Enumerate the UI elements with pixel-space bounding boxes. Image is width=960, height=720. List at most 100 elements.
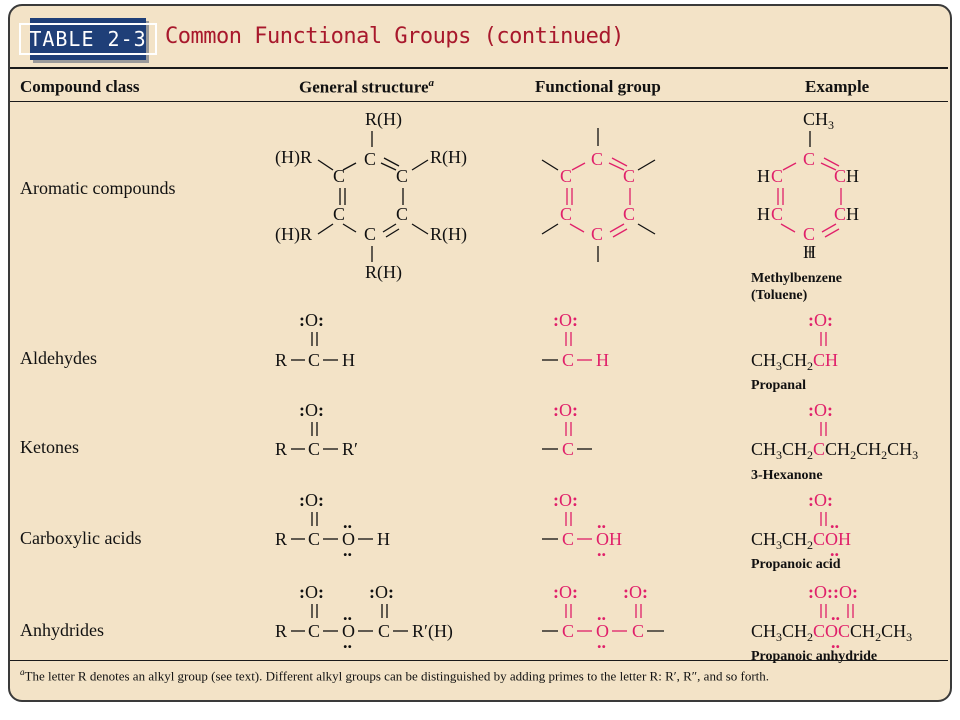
anhydride-example-propanoic-anhydride: :O::O: .. CH3CH2COCCH2CH3 .. Propanoic a…: [751, 582, 912, 664]
header-compound-class: Compound class: [20, 77, 140, 96]
svg-text:(H)R: (H)R: [275, 147, 312, 168]
svg-text:..: ..: [830, 512, 839, 532]
svg-text:H: H: [846, 166, 859, 186]
svg-text:C: C: [560, 204, 572, 224]
header-rule: [10, 101, 948, 102]
bottom-rule: [10, 660, 948, 661]
svg-text:C: C: [834, 204, 846, 224]
row-aldehydes-class: Aldehydes: [20, 348, 97, 368]
aldehyde-general-structure: :O: R C H: [275, 310, 355, 370]
svg-text:R′(H): R′(H): [412, 621, 453, 642]
svg-text:C: C: [308, 350, 320, 370]
carboxylic-functional-group: :O: C .. OH ..: [542, 490, 622, 560]
example-name-hexanone: 3-Hexanone: [751, 468, 823, 483]
svg-text:C: C: [308, 439, 320, 459]
svg-text:H: H: [596, 350, 609, 370]
header-general-structure-label: General structure: [299, 77, 429, 97]
svg-text:CH3CH2COCCH2CH3: CH3CH2COCCH2CH3: [751, 621, 912, 644]
header-functional-group: Functional group: [535, 77, 661, 96]
svg-text:R: R: [275, 529, 287, 549]
svg-text:..: ..: [831, 604, 840, 624]
svg-text:..: ..: [343, 512, 352, 532]
svg-text::O:: :O:: [808, 310, 833, 330]
svg-text::O:: :O:: [369, 582, 394, 602]
svg-text::O:: :O:: [808, 490, 833, 510]
anhydride-functional-group: :O: :O: C .. O .. C: [542, 582, 664, 652]
aromatic-general-structure: R(H) C C C C C C R(H) (H)R R(H) (H)R R(H…: [275, 109, 467, 283]
svg-text:..: ..: [343, 540, 352, 560]
svg-text:O: O: [342, 529, 355, 549]
carboxylic-example-propanoic-acid: :O: .. CH3CH2COH .. Propanoic acid: [751, 490, 851, 572]
svg-text::O::O:: :O::O:: [808, 582, 858, 602]
example-name-toluene-alt: (Toluene): [751, 288, 808, 303]
table-badge-label: TABLE 2-3: [19, 23, 157, 55]
svg-text:H: H: [377, 529, 390, 549]
svg-text:R(H): R(H): [365, 109, 402, 130]
svg-text:C: C: [333, 204, 345, 224]
header-example: Example: [805, 77, 870, 96]
svg-text:R′: R′: [342, 439, 358, 459]
footnote-marker: a: [20, 667, 25, 677]
row-aromatic-class: Aromatic compounds: [20, 178, 176, 198]
svg-text:C: C: [562, 621, 574, 641]
svg-text::O:: :O:: [299, 490, 324, 510]
svg-text:C: C: [308, 621, 320, 641]
svg-text::O:: :O:: [553, 310, 578, 330]
svg-text:OH: OH: [596, 529, 622, 549]
svg-text:..: ..: [597, 604, 606, 624]
svg-text:C: C: [308, 529, 320, 549]
svg-text:CH3: CH3: [803, 109, 834, 132]
svg-text:C: C: [771, 204, 783, 224]
aldehyde-example-propanal: :O: CH3CH2CH Propanal: [751, 310, 838, 393]
svg-text:C: C: [364, 224, 376, 244]
anhydride-general-structure: :O: :O: R C .. O .. C R′(H): [275, 582, 453, 652]
svg-text::O:: :O:: [553, 400, 578, 420]
svg-text:C: C: [591, 149, 603, 169]
svg-text:H: H: [846, 204, 859, 224]
carboxylic-general-structure: :O: R C .. O .. H: [275, 490, 390, 560]
svg-text:C: C: [562, 350, 574, 370]
svg-text:H: H: [757, 166, 770, 186]
svg-text::O:: :O:: [299, 582, 324, 602]
svg-text:..: ..: [597, 632, 606, 652]
svg-text:C: C: [364, 149, 376, 169]
svg-text:R(H): R(H): [365, 262, 402, 283]
svg-text:C: C: [632, 621, 644, 641]
ketone-functional-group: :O: C: [542, 400, 592, 459]
svg-text:C: C: [803, 224, 815, 244]
example-name-toluene: Methylbenzene: [751, 271, 842, 286]
svg-text:CH3CH2CCH2CH2CH3: CH3CH2CCH2CH2CH3: [751, 439, 918, 462]
footnote-text: The letter R denotes an alkyl group (see…: [24, 668, 770, 684]
svg-text:C: C: [591, 224, 603, 244]
aromatic-functional-group: C C C C C C: [541, 128, 656, 262]
example-name-propanal: Propanal: [751, 378, 806, 393]
svg-text:CH3CH2CH: CH3CH2CH: [751, 350, 838, 373]
svg-text::O:: :O:: [299, 400, 324, 420]
table-panel: [8, 4, 952, 702]
svg-text:H: H: [342, 350, 355, 370]
header-general-structure: General structurea: [299, 77, 434, 98]
svg-text::O:: :O:: [623, 582, 648, 602]
example-name-propanoic-acid: Propanoic acid: [751, 557, 841, 572]
svg-text:C: C: [396, 166, 408, 186]
svg-text:C: C: [562, 529, 574, 549]
svg-text:O: O: [596, 621, 609, 641]
svg-text:R: R: [275, 439, 287, 459]
svg-text:C: C: [333, 166, 345, 186]
top-rule: [10, 67, 948, 69]
svg-text:..: ..: [343, 604, 352, 624]
svg-text:..: ..: [597, 512, 606, 532]
svg-text::O:: :O:: [299, 310, 324, 330]
svg-text:H: H: [803, 242, 816, 262]
row-anhydrides-class: Anhydrides: [20, 620, 104, 640]
svg-text:R(H): R(H): [430, 147, 467, 168]
svg-text:..: ..: [831, 632, 840, 652]
svg-text:C: C: [623, 166, 635, 186]
svg-text:R(H): R(H): [430, 224, 467, 245]
svg-text::O:: :O:: [808, 400, 833, 420]
svg-text:R: R: [275, 621, 287, 641]
svg-text:..: ..: [597, 540, 606, 560]
svg-text:CH3CH2COH: CH3CH2COH: [751, 529, 851, 552]
